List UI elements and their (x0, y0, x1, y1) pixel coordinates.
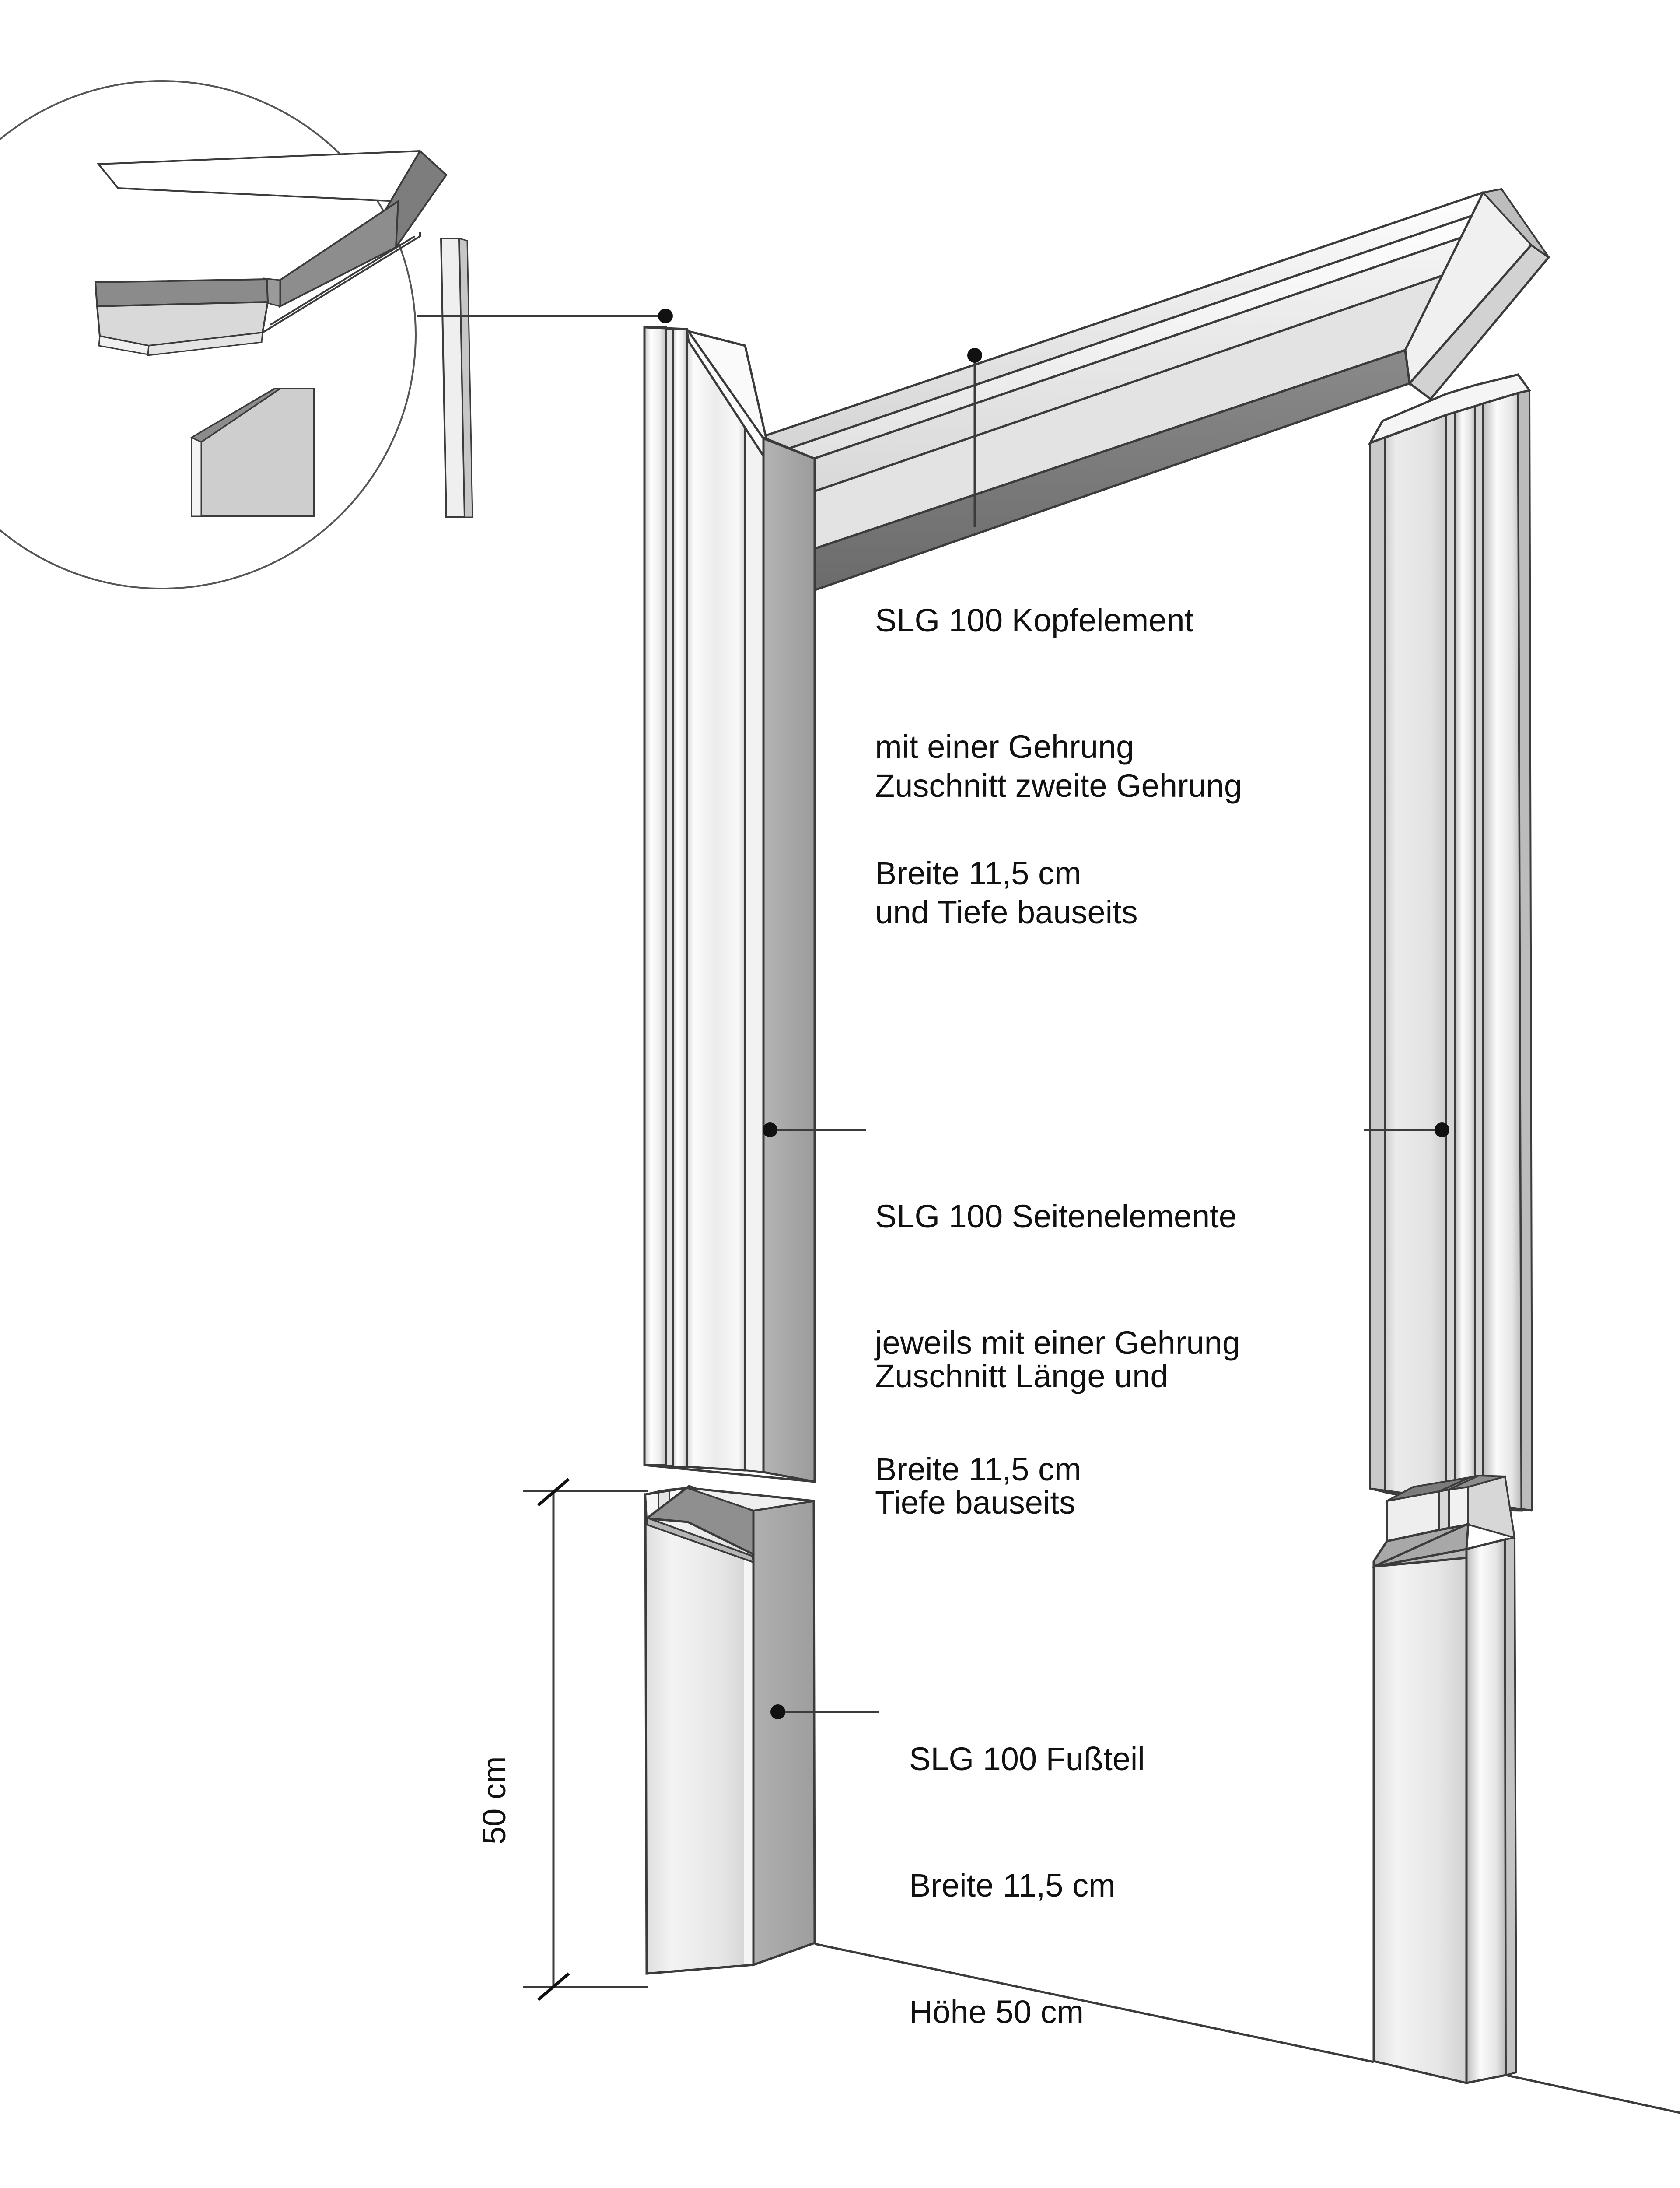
seitenelemente-note-line1: Zuschnitt Länge und (875, 1358, 1169, 1395)
leader-dot-seitenelement-right (1435, 1122, 1449, 1137)
fussteil-leader (770, 1704, 879, 1719)
dimension-50cm (523, 1478, 648, 2001)
seitenelement-right-part (1368, 373, 1533, 1512)
dimension-tick-top (537, 1478, 570, 1507)
kopfelement-label-line1: SLG 100 Kopfelement (875, 602, 1194, 639)
detail-callout-group (0, 80, 473, 589)
dimension-value-label: 50 cm (476, 1756, 512, 1844)
detail-right-strip (440, 238, 473, 518)
seitenelemente-note-line2: Tiefe bauseits (875, 1484, 1075, 1521)
kopfelement-note-block: Zuschnitt zweite Gehrung und Tiefe bause… (875, 681, 1242, 975)
seitenelemente-label-block: SLG 100 Seitenelemente jeweils mit einer… (875, 1112, 1240, 1532)
kopfelement-label-block: SLG 100 Kopfelement mit einer Gehrung Br… (875, 515, 1194, 936)
leader-dot-fussteil (770, 1704, 785, 1719)
detail-diagonal-edge-2 (270, 235, 416, 326)
seitenelemente-note-block: Zuschnitt Länge und Tiefe bauseits (875, 1271, 1169, 1566)
fussteil-label-line2: Breite 11,5 cm (909, 1867, 1116, 1904)
seitenelemente-label-line1: SLG 100 Seitenelemente (875, 1198, 1237, 1235)
kopfelement-label-line2: mit einer Gehrung (875, 728, 1134, 765)
leader-dot-seitenelement-left (763, 1122, 777, 1137)
detail-mitre-left-piece (94, 278, 269, 356)
kopfelement-leader (967, 348, 982, 527)
leader-dot-detail (658, 309, 673, 323)
seitenelemente-label-line3: Breite 11,5 cm (875, 1451, 1082, 1487)
detail-leader (416, 309, 673, 323)
fussteil-label-block: SLG 100 Fußteil Breite 11,5 cm Höhe 50 c… (909, 1654, 1145, 2075)
floor-lines (814, 1943, 1680, 2114)
seitenelemente-label-line2: jeweils mit einer Gehrung (875, 1324, 1240, 1361)
fussteil-left-part (644, 1485, 816, 1975)
kopfelement-label-line3: Breite 11,5 cm (875, 855, 1082, 891)
kopfelement-note-line2: und Tiefe bauseits (875, 894, 1138, 930)
detail-vertical-piece (190, 388, 315, 517)
dimension-tick-bottom (537, 1972, 570, 2001)
kopfelement-note-line1: Zuschnitt zweite Gehrung (875, 768, 1242, 804)
fussteil-label-line1: SLG 100 Fußteil (909, 1741, 1145, 1778)
detail-diagonal-edge (262, 232, 421, 333)
detail-circle (0, 80, 416, 589)
fussteil-label-line3: Höhe 50 cm (909, 1993, 1084, 2030)
seitenelement-leaders (763, 1122, 1449, 1137)
leader-dot-kopfelement (967, 348, 982, 363)
fussteil-right-part (1372, 1474, 1518, 2085)
seitenelement-left-part (643, 326, 816, 1483)
